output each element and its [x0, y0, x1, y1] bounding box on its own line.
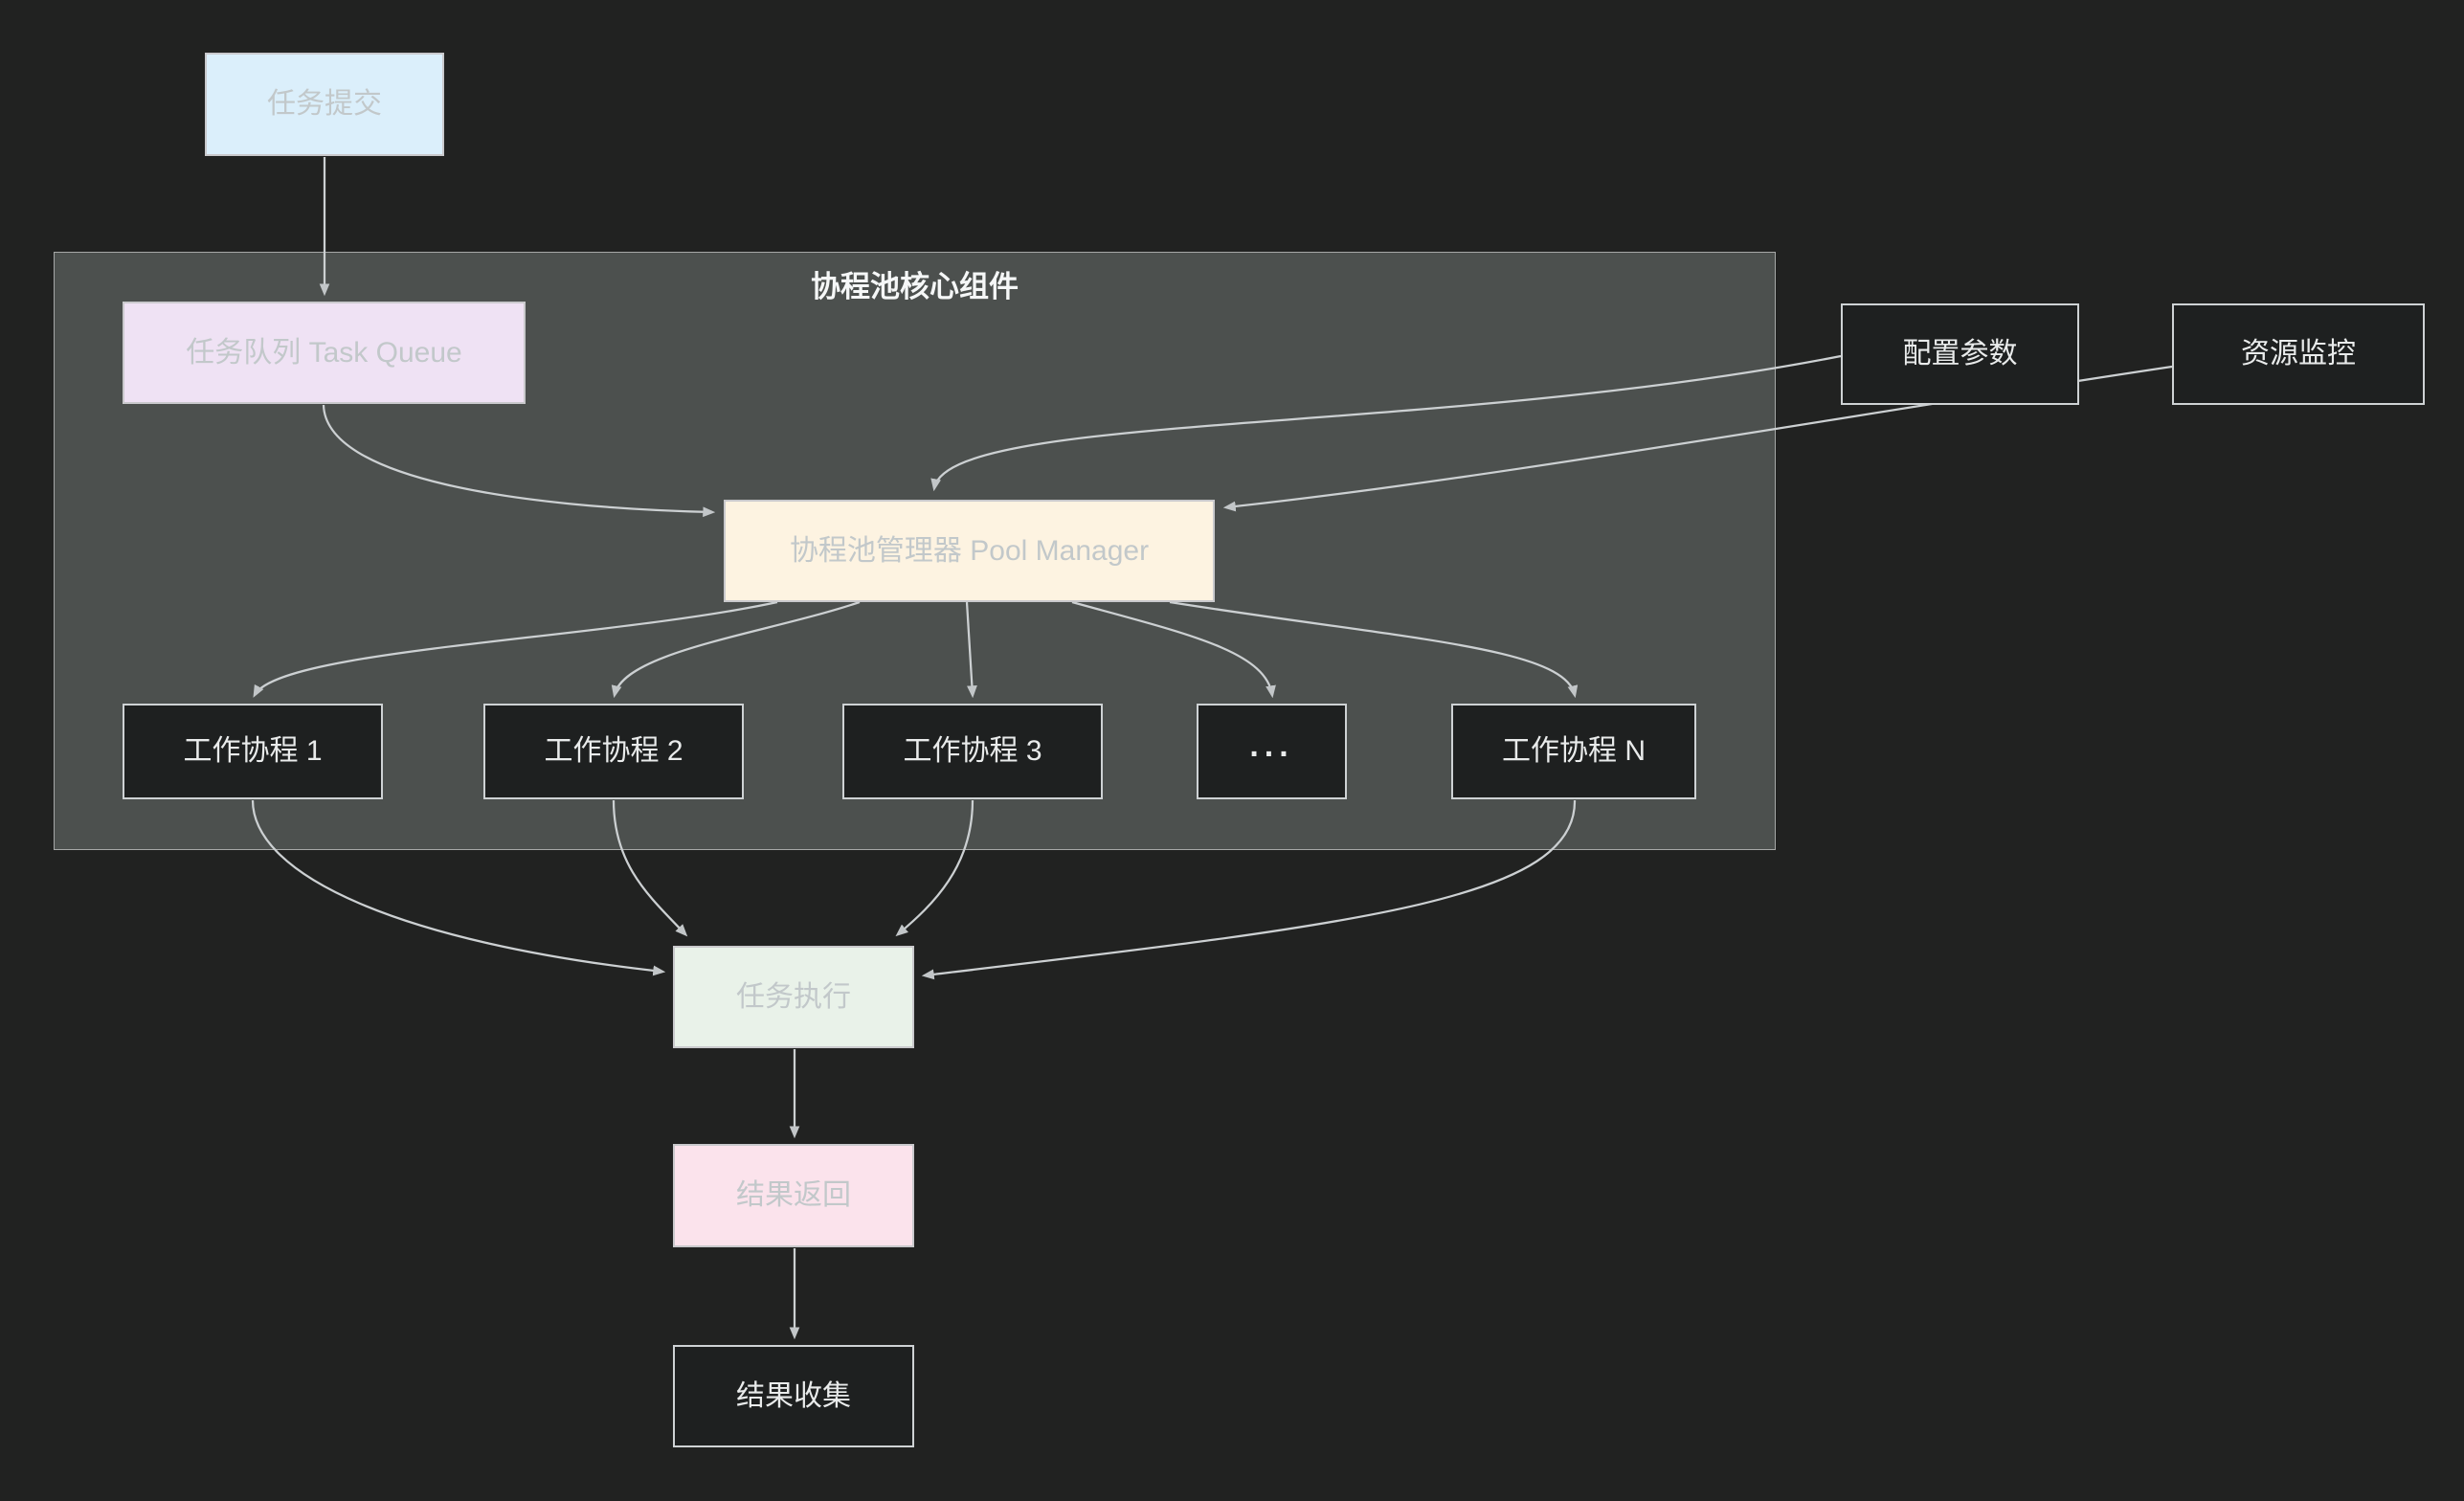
node-worker-3: 工作协程 3	[842, 704, 1103, 799]
cluster-title: 协程池核心组件	[811, 270, 1019, 303]
edge-worker-3-to-task-exec	[895, 799, 974, 937]
node-result-collect: 结果收集	[673, 1345, 914, 1447]
node-task-queue: 任务队列 Task Queue	[123, 302, 526, 404]
edge-worker-n-to-task-exec	[921, 799, 1577, 980]
edge-pool-manager-to-worker-3	[965, 601, 977, 699]
edge-pool-manager-to-worker-n	[1169, 600, 1579, 699]
edge-worker-2-to-task-exec	[612, 799, 688, 937]
node-worker-dots: ...	[1197, 704, 1347, 799]
edge-task-queue-to-pool-manager	[322, 404, 716, 518]
node-task-submit: 任务提交	[205, 53, 444, 156]
node-pool-manager: 协程池管理器 Pool Manager	[724, 500, 1215, 602]
node-worker-1: 工作协程 1	[123, 704, 383, 799]
edge-pool-manager-to-worker-1	[253, 600, 778, 698]
edge-worker-1-to-task-exec	[251, 799, 666, 976]
edge-config-params-to-pool-manager	[930, 354, 1842, 492]
node-result-return: 结果返回	[673, 1144, 914, 1247]
node-worker-2: 工作协程 2	[483, 704, 744, 799]
edge-pool-manager-to-worker-2	[611, 600, 861, 699]
node-resource-monitor: 资源监控	[2172, 303, 2425, 405]
node-task-exec: 任务执行	[673, 946, 914, 1048]
node-worker-n: 工作协程 N	[1451, 704, 1696, 799]
edge-pool-manager-to-worker-dots	[1071, 600, 1276, 699]
node-config-params: 配置参数	[1841, 303, 2079, 405]
